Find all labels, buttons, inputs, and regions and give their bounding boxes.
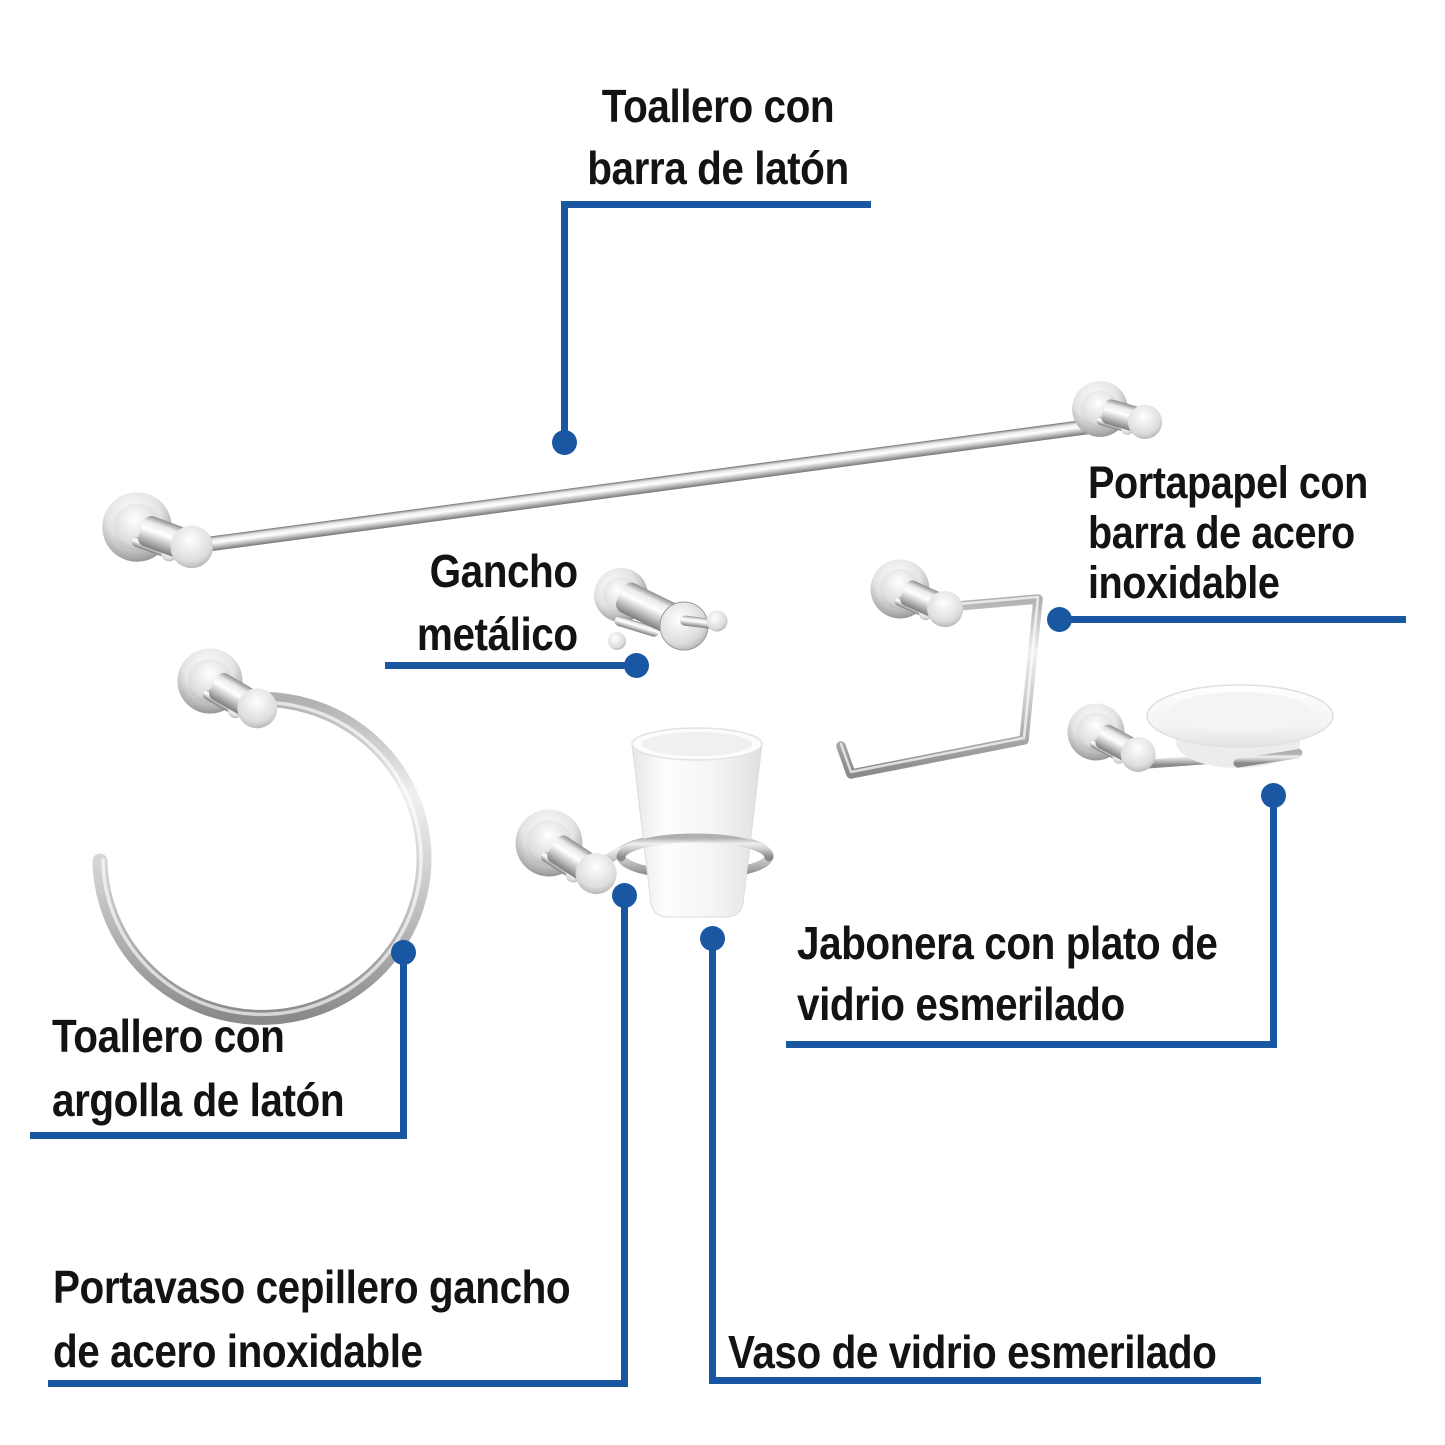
callout-dot-paper-holder: [1047, 607, 1072, 632]
label-paper-holder: Portapapel con barra de acero inoxidable: [1088, 457, 1368, 608]
callout-line-cup-holder-horizontal: [48, 1380, 628, 1387]
label-glass-cup: Vaso de vidrio esmerilado: [728, 1326, 1217, 1378]
soap-dish-image: [1057, 684, 1334, 788]
callout-line-cup-holder-vertical: [621, 895, 628, 1387]
glass-cup-image: [631, 727, 763, 918]
cup-holder-image: [502, 727, 774, 918]
callout-line-towel-ring-vertical: [400, 952, 407, 1139]
callout-dot-soap-dish: [1261, 783, 1286, 808]
callout-dot-cup-holder: [612, 883, 637, 908]
label-metal-hook: Gancho metálico: [417, 545, 578, 660]
callout-line-soap-dish-horizontal: [786, 1041, 1277, 1048]
towel-ring-image: [92, 636, 432, 1025]
callout-line-glass-cup-vertical: [709, 938, 716, 1384]
label-towel-bar: Toallero con barra de latón: [587, 80, 849, 194]
callout-dot-towel-bar: [552, 430, 577, 455]
label-soap-dish: Jabonera con plato de vidrio esmerilado: [797, 917, 1218, 1030]
callout-line-towel-ring-horizontal: [30, 1132, 407, 1139]
label-towel-ring: Toallero con argolla de latón: [52, 1010, 345, 1126]
towel-bar-image: [92, 374, 1170, 587]
callout-line-towel-bar-horizontal: [561, 201, 871, 208]
callout-dot-glass-cup: [700, 926, 725, 951]
callout-line-soap-dish-vertical: [1270, 796, 1277, 1048]
callout-dot-towel-ring: [391, 940, 416, 965]
label-cup-holder: Portavaso cepillero gancho de acero inox…: [53, 1261, 571, 1377]
metal-hook-image: [594, 568, 728, 651]
callout-line-metal-hook: [385, 662, 636, 669]
callout-dot-metal-hook: [624, 653, 649, 678]
callout-line-towel-bar-vertical: [561, 201, 568, 442]
paper-holder-image: [836, 550, 1043, 779]
callout-line-glass-cup-horizontal: [709, 1377, 1261, 1384]
callout-line-paper-holder: [1059, 616, 1406, 623]
